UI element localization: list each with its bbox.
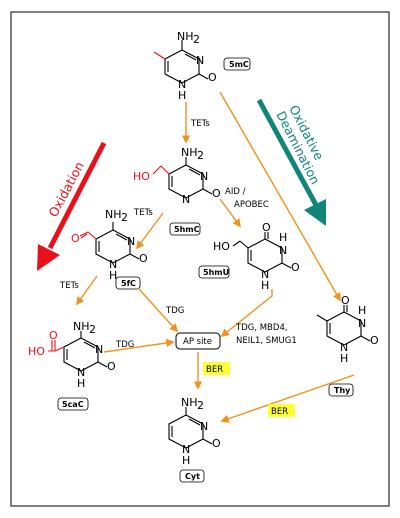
svg-text:5fC: 5fC — [121, 279, 136, 288]
arrow-5mc-to-thy — [219, 91, 341, 302]
molecule-5hmc: NH 2 N N O HO — [133, 146, 221, 206]
label-neil1-smug1: NEIL1, SMUG1 — [236, 336, 297, 346]
oxidation-pathway-arrow — [37, 141, 107, 271]
atom-h: H — [77, 377, 85, 390]
atom-ho: HO — [213, 240, 230, 253]
atom-h: H — [261, 279, 269, 292]
atom-o: O — [370, 334, 379, 347]
diagram-frame — [10, 11, 390, 507]
atom-n: N — [77, 366, 85, 379]
atom-o: O — [341, 294, 350, 307]
atom-n: N — [340, 341, 348, 354]
arrow-5fc-to-5cac — [76, 275, 98, 306]
molecule-5cac: NH 2 N N H O O HO — [28, 320, 116, 390]
label-tdg-mbd4: TDG, MBD4, — [235, 323, 288, 333]
label-tets: TETs — [133, 208, 153, 218]
svg-text:5hmC: 5hmC — [174, 225, 200, 234]
label-tets: TETs — [190, 119, 210, 129]
atom-n: N — [358, 317, 366, 330]
atom-nh2: NH — [181, 396, 198, 409]
atom-o: O — [212, 187, 221, 200]
arrow-5hmc-to-5fc — [135, 212, 164, 250]
atom-o: O — [49, 329, 58, 342]
deamination-pathway-arrow — [256, 98, 326, 226]
arrow-5fc-to-ap — [137, 287, 179, 333]
svg-text:Thy: Thy — [334, 386, 351, 395]
atom-n: N — [200, 170, 208, 183]
molecule-cyt: NH 2 N N H O — [168, 396, 221, 467]
molecule-5mc: NH 2 N N H O — [153, 30, 217, 102]
atom-o: O — [107, 360, 116, 373]
molecule-5fc: NH 2 N N H O O — [71, 208, 148, 282]
label-5hmu: 5hmU — [198, 265, 230, 279]
atom-nh2: NH — [181, 146, 198, 159]
atom-n: N — [261, 268, 269, 281]
atom-subscript: 2 — [197, 399, 204, 412]
atom-o: O — [71, 232, 80, 245]
label-5fc: 5fC — [115, 276, 141, 290]
atom-o: O — [212, 437, 221, 450]
atom-subscript: 2 — [89, 323, 96, 336]
atom-subscript: 2 — [121, 211, 128, 224]
atom-n: N — [182, 443, 190, 456]
atom-n: N — [178, 78, 186, 91]
label-thy: Thy — [328, 383, 354, 397]
atom-ho: HO — [28, 345, 45, 358]
atom-n: N — [127, 235, 135, 248]
arrow-5hmu-to-ap — [220, 289, 273, 338]
atom-h: H — [340, 352, 348, 365]
atom-o: O — [208, 71, 217, 84]
label-5cac: 5caC — [57, 397, 89, 411]
atom-subscript: 2 — [193, 33, 200, 46]
atom-nh2: NH — [177, 30, 194, 43]
label-cyt: Cyt — [179, 469, 205, 483]
label-tdg: TDG — [165, 306, 184, 316]
svg-text:5mC: 5mC — [229, 60, 249, 69]
atom-n: N — [182, 193, 190, 206]
atom-o: O — [262, 221, 271, 234]
atom-n: N — [196, 54, 204, 67]
svg-text:AP site: AP site — [183, 337, 212, 347]
svg-text:5caC: 5caC — [62, 400, 84, 409]
atom-n: N — [109, 258, 117, 271]
label-5mc: 5mC — [223, 57, 251, 71]
ber-badge: BER — [268, 404, 295, 417]
atom-o: O — [139, 252, 148, 265]
label-tdg: TDG — [115, 340, 134, 350]
svg-text:5hmU: 5hmU — [203, 268, 229, 277]
svg-text:Cyt: Cyt — [185, 472, 200, 481]
label-aid: AID / — [225, 187, 246, 197]
atom-subscript: 2 — [197, 149, 204, 162]
atom-h: H — [279, 231, 287, 244]
arrow-5cac-to-ap — [103, 338, 175, 353]
molecule-thy: O N H N H O — [316, 294, 379, 365]
arrow-thy-to-cyt — [220, 374, 355, 423]
label-5hmc: 5hmC — [169, 222, 201, 236]
atom-nh2: NH — [105, 208, 122, 221]
atom-h: H — [182, 454, 190, 467]
atom-h: H — [109, 269, 117, 282]
arrow-5hmc-to-5hmu — [219, 198, 241, 228]
atom-n: N — [279, 244, 287, 257]
atom-ho: HO — [133, 170, 150, 183]
label-apobec: APOBEC — [234, 200, 269, 210]
ap-site-node: AP site — [175, 332, 221, 350]
atom-h: H — [358, 304, 366, 317]
svg-text:BER: BER — [206, 365, 223, 375]
atom-nh2: NH — [73, 320, 90, 333]
molecule-5hmu: O N H N H O HO — [213, 221, 300, 292]
atom-h: H — [178, 89, 186, 102]
atom-o: O — [291, 261, 300, 274]
ber-badge: BER — [203, 362, 230, 375]
label-tets: TETs — [59, 281, 79, 291]
svg-text:BER: BER — [271, 407, 288, 417]
atom-n: N — [95, 343, 103, 356]
atom-n: N — [200, 420, 208, 433]
